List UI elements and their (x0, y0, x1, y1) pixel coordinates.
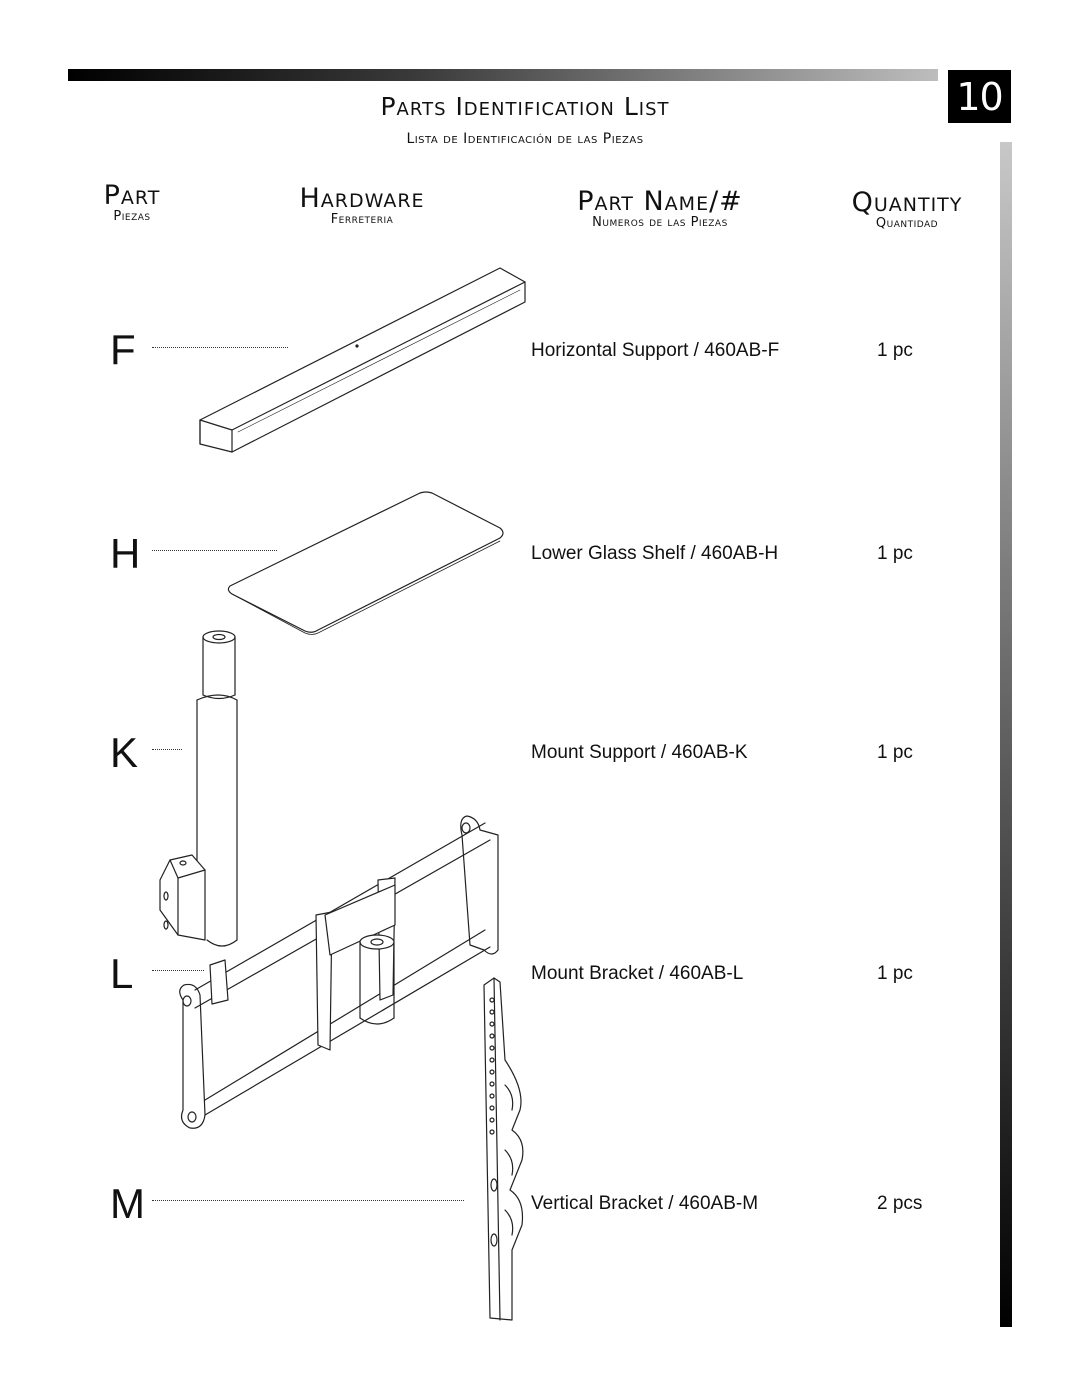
part-name: Horizontal Support / 460AB-F (531, 340, 780, 361)
glass-shelf-drawing (227, 491, 504, 635)
horizontal-support-drawing (199, 267, 526, 453)
part-quantity: 1 pc (877, 963, 913, 984)
part-letter-h: H (110, 530, 141, 577)
column-label: Quantity (851, 187, 963, 218)
column-sublabel: Numeros de las Piezas (592, 215, 728, 230)
part-quantity: 1 pc (877, 543, 913, 564)
column-label: Hardware (299, 183, 425, 214)
page-title: Parts Identification List (380, 92, 670, 121)
part-quantity: 1 pc (877, 340, 913, 361)
leader-line (152, 749, 182, 750)
leader-line (152, 1200, 464, 1201)
leader-line (152, 970, 204, 971)
page-subtitle: Lista de Identificación de las Piezas (406, 131, 644, 147)
column-label: Part Name/# (577, 186, 743, 217)
page-number-box: 10 (948, 70, 1011, 123)
part-letter-m: M (110, 1180, 145, 1227)
column-header-quantity: Quantity Quantidad (822, 189, 992, 231)
column-header-hardware: Hardware Ferreteria (262, 185, 462, 227)
mount-support-drawing (159, 630, 238, 947)
column-header-part-name: Part Name/# Numeros de las Piezas (535, 188, 785, 230)
column-sublabel: Piezas (113, 209, 151, 224)
part-name: Vertical Bracket / 460AB-M (531, 1193, 759, 1214)
side-gradient-bar (1000, 142, 1012, 1327)
part-letter-l: L (110, 950, 134, 997)
part-quantity: 1 pc (877, 742, 913, 763)
column-header-part: Part Piezas (62, 182, 202, 224)
leader-line (152, 550, 277, 551)
part-name: Lower Glass Shelf / 460AB-H (531, 543, 779, 564)
column-sublabel: Quantidad (875, 216, 939, 231)
mount-bracket-drawing (179, 815, 499, 1129)
vertical-bracket-drawing (483, 977, 524, 1321)
header-gradient-bar (68, 69, 938, 81)
page-number: 10 (956, 74, 1003, 119)
column-sublabel: Ferreteria (330, 212, 394, 227)
part-name: Mount Bracket / 460AB-L (531, 963, 744, 984)
part-name: Mount Support / 460AB-K (531, 742, 748, 763)
column-label: Part (103, 180, 161, 211)
part-letter-f: F (110, 326, 136, 373)
part-letter-k: K (110, 729, 139, 776)
part-quantity: 2 pcs (877, 1193, 923, 1214)
leader-line (152, 347, 288, 348)
